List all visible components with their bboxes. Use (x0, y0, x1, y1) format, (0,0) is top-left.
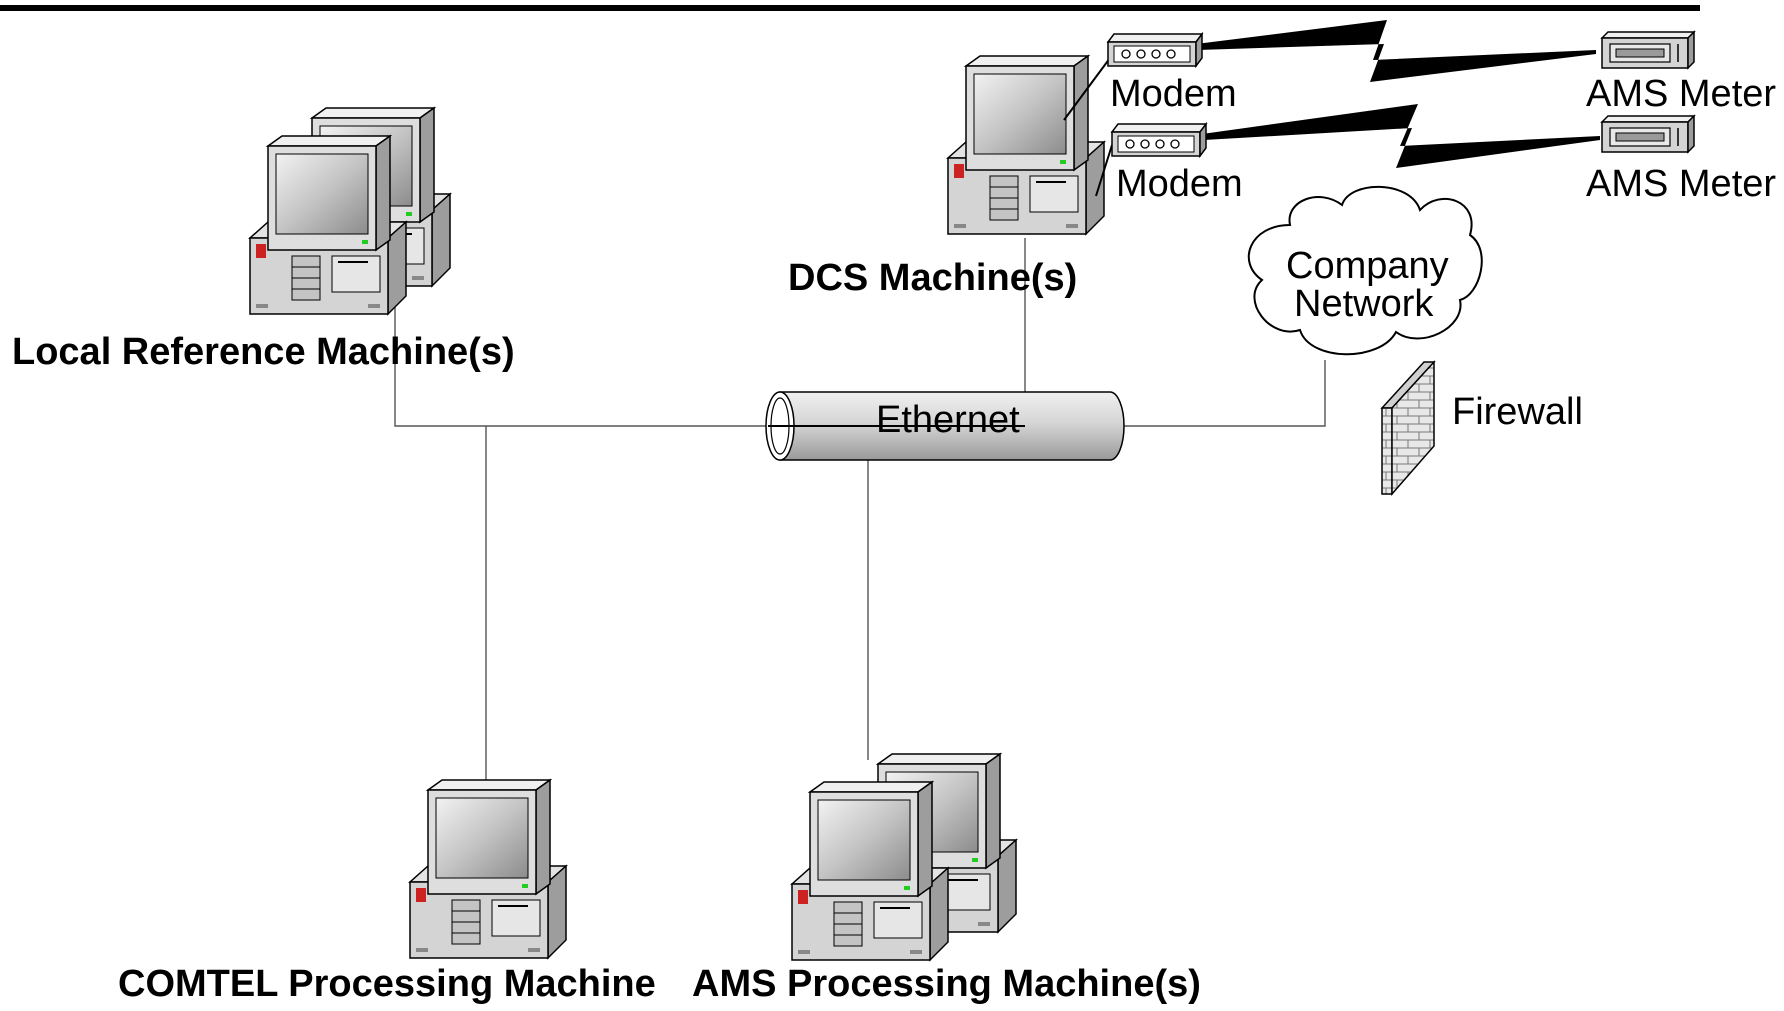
computer-icon (791, 781, 949, 961)
modem-icon (1111, 123, 1207, 157)
modem-label-2: Modem (1116, 163, 1243, 205)
ams-processing-label: AMS Processing Machine(s) (692, 963, 1201, 1005)
modem-icon (1107, 33, 1203, 67)
dcs-machine (947, 55, 1105, 235)
meter-icon (1601, 31, 1695, 69)
cloud-icon (1247, 185, 1483, 356)
comtel-processing-machine (409, 779, 567, 959)
ams-processing-machines (791, 753, 1017, 961)
wireless-link-bolts (1196, 20, 1600, 168)
local-reference-machines (249, 107, 451, 315)
company-network-label-line2: Network (1294, 283, 1434, 325)
firewall-label: Firewall (1452, 391, 1583, 433)
ethernet-label: Ethernet (876, 399, 1020, 441)
ams-meter-label-2: AMS Meter (1586, 163, 1776, 205)
meter-icon (1601, 115, 1695, 153)
company-network-label-line1: Company (1286, 245, 1449, 287)
computer-icon (409, 779, 567, 959)
computer-icon (947, 55, 1105, 235)
local-reference-label: Local Reference Machine(s) (12, 331, 515, 373)
firewall-icon (1380, 360, 1436, 496)
computer-icon (249, 135, 407, 315)
connection-lines (394, 238, 1326, 780)
comtel-label: COMTEL Processing Machine (118, 963, 656, 1005)
modem-label-1: Modem (1110, 73, 1237, 115)
dcs-label: DCS Machine(s) (788, 257, 1077, 299)
ams-meter-label-1: AMS Meter (1586, 73, 1776, 115)
